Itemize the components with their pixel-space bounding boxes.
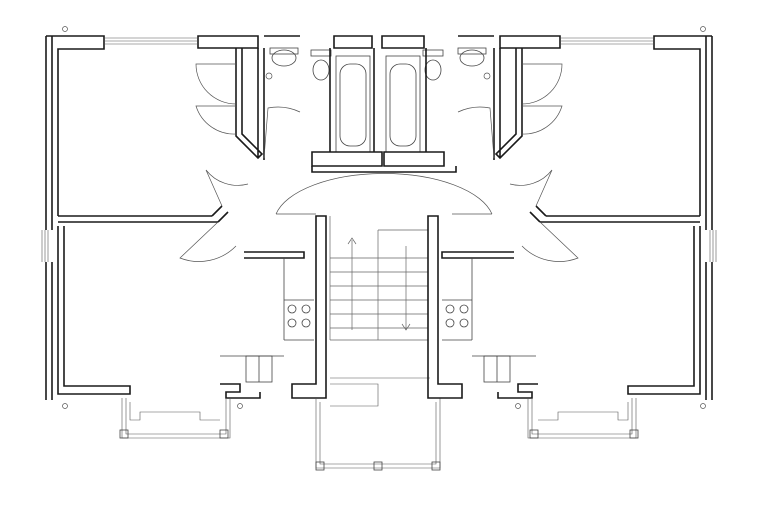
right-drain-symbol xyxy=(483,72,491,80)
corner-marker xyxy=(62,403,68,409)
right-top-wall xyxy=(381,35,712,216)
central-hall-wall xyxy=(311,166,457,173)
right-stove-burner xyxy=(445,304,455,314)
left-bay-post xyxy=(119,429,129,439)
right-washbasin-top xyxy=(422,49,444,57)
right-bay-window xyxy=(527,398,637,439)
left-washbasin xyxy=(312,59,330,81)
left-closet-wall xyxy=(235,48,265,160)
left-bedroom-divider xyxy=(58,215,218,223)
right-stove-burner xyxy=(459,318,469,328)
right-washbasin xyxy=(424,59,442,81)
right-apartment xyxy=(381,35,717,439)
corner-marker xyxy=(237,403,243,409)
porch-post xyxy=(431,461,441,471)
left-bay-post xyxy=(219,429,229,439)
stair-treads xyxy=(329,216,429,341)
left-stove-burner xyxy=(287,318,297,328)
left-stove-burner xyxy=(301,318,311,328)
left-side-window xyxy=(41,230,49,262)
left-bathtub xyxy=(335,55,371,153)
left-stove-burner xyxy=(301,304,311,314)
left-kitchen-wall xyxy=(291,215,327,399)
left-sink-divider xyxy=(220,355,284,382)
left-top-window xyxy=(104,37,198,45)
right-counter xyxy=(442,258,473,341)
right-bathtub xyxy=(385,55,421,153)
right-bottom-wall xyxy=(497,383,538,399)
right-living-wall xyxy=(627,226,701,395)
left-door-swing xyxy=(179,63,301,262)
left-hall-wall xyxy=(211,205,305,259)
right-stove-burner xyxy=(459,304,469,314)
right-bay-post xyxy=(629,429,639,439)
right-door-swing xyxy=(457,63,579,262)
right-side-window xyxy=(709,230,717,262)
entrance-porch xyxy=(315,377,441,469)
right-bay-post xyxy=(529,429,539,439)
left-bath-wall xyxy=(311,48,383,167)
right-kitchen-wall xyxy=(427,215,463,399)
right-bath-wall xyxy=(383,48,445,167)
left-top-wall xyxy=(46,35,373,216)
corner-marker xyxy=(515,403,521,409)
central-hall-arc xyxy=(275,173,493,215)
right-stove-burner xyxy=(445,318,455,328)
right-top-window xyxy=(560,37,654,45)
left-counter xyxy=(283,258,314,341)
left-toilet-tank xyxy=(269,47,299,55)
right-exterior-wall xyxy=(705,36,713,400)
corner-marker xyxy=(700,403,706,409)
left-toilet xyxy=(271,49,297,67)
central-stair-hall xyxy=(275,166,493,471)
right-toilet xyxy=(459,49,485,67)
left-bay-window xyxy=(121,398,231,439)
left-bathtub-inner xyxy=(339,63,367,147)
left-drain-symbol xyxy=(265,72,273,80)
right-bathtub-inner xyxy=(389,63,417,147)
left-exterior-wall xyxy=(45,36,53,400)
porch-post xyxy=(315,461,325,471)
right-hall-wall xyxy=(441,205,547,259)
right-sink-divider xyxy=(472,355,536,382)
left-apartment xyxy=(41,35,383,439)
left-living-wall xyxy=(57,226,131,395)
porch-post xyxy=(373,461,383,471)
left-bottom-wall xyxy=(220,383,261,399)
right-toilet-tank xyxy=(457,47,487,55)
corner-marker xyxy=(700,26,706,32)
right-closet-wall xyxy=(493,48,523,160)
right-bedroom-divider xyxy=(540,215,700,223)
corner-marker xyxy=(62,26,68,32)
left-stove-burner xyxy=(287,304,297,314)
corner-markers xyxy=(62,26,706,409)
left-washbasin-top xyxy=(310,49,332,57)
